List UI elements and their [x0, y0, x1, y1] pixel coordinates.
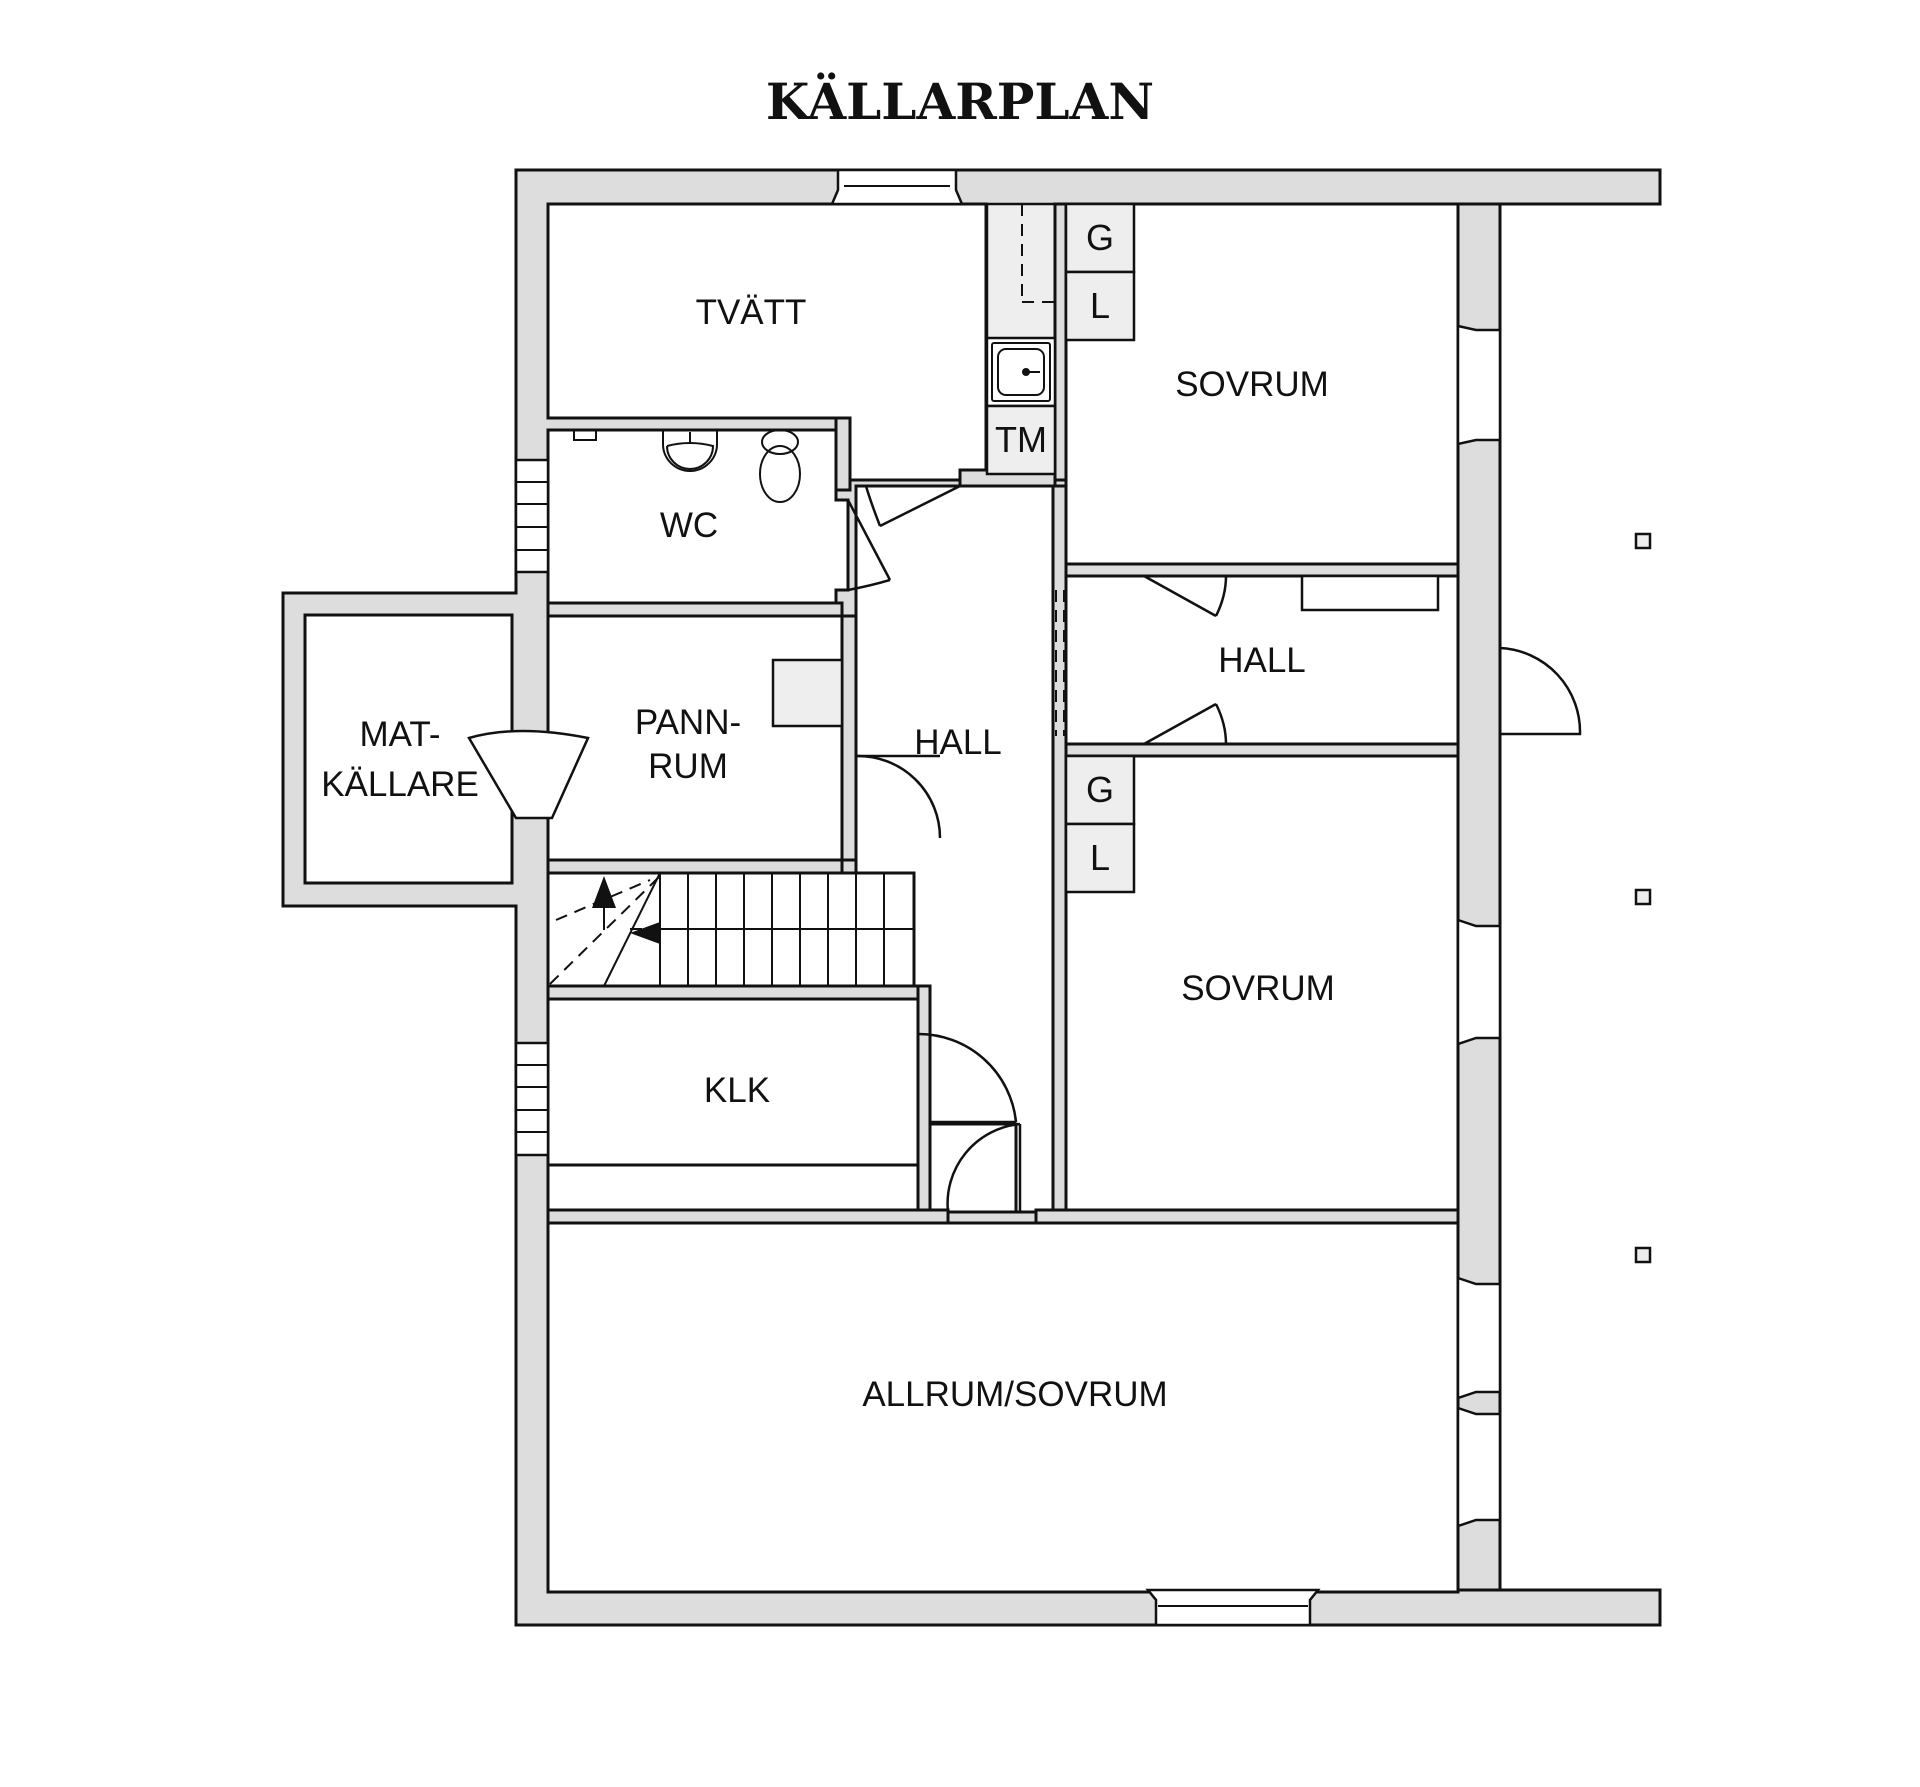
closet-tm: TM	[995, 419, 1047, 460]
door-matkallare	[467, 729, 590, 820]
label-sovrum-mid: SOVRUM	[1181, 969, 1335, 1008]
label-allrum: ALLRUM/SOVRUM	[862, 1375, 1167, 1414]
label-hall-center: HALL	[914, 723, 1002, 762]
boiler	[771, 658, 844, 728]
label-hall-right: HALL	[1218, 641, 1306, 680]
label-matkallare-2: KÄLLARE	[321, 765, 479, 804]
windows	[514, 168, 1502, 1627]
label-pannrum-1: PANN-	[635, 703, 741, 742]
fixtures	[573, 202, 1440, 894]
label-tvatt: TVÄTT	[696, 293, 807, 332]
closet-g-top: G	[1086, 217, 1114, 258]
closet-g-mid: G	[1086, 769, 1114, 810]
toilet-icon	[761, 429, 799, 455]
doors	[467, 484, 1582, 1213]
vent-left-lower	[514, 1041, 550, 1157]
vent-left-upper	[514, 458, 550, 574]
window-sovrum-top	[1456, 324, 1502, 446]
label-wc: WC	[660, 506, 718, 545]
room-labels: TVÄTT WC PANN- RUM MAT- KÄLLARE HALL HAL…	[321, 217, 1335, 1414]
hall-bench	[1300, 574, 1440, 612]
window-allrum-1	[1456, 1276, 1502, 1400]
label-klk: KLK	[704, 1071, 770, 1110]
posts	[1634, 532, 1652, 1264]
label-pannrum-2: RUM	[648, 747, 728, 786]
sink-icon	[662, 430, 718, 472]
plan-title: KÄLLARPLAN	[765, 72, 1155, 131]
label-sovrum-top: SOVRUM	[1175, 365, 1329, 404]
window-bottom	[1145, 1588, 1321, 1627]
window-sovrum-mid	[1456, 918, 1502, 1046]
closet-l-mid: L	[1090, 837, 1110, 878]
window-allrum-2	[1456, 1406, 1502, 1528]
label-matkallare-1: MAT-	[359, 715, 440, 754]
stairs	[549, 872, 914, 987]
closet-l-top: L	[1090, 285, 1110, 326]
